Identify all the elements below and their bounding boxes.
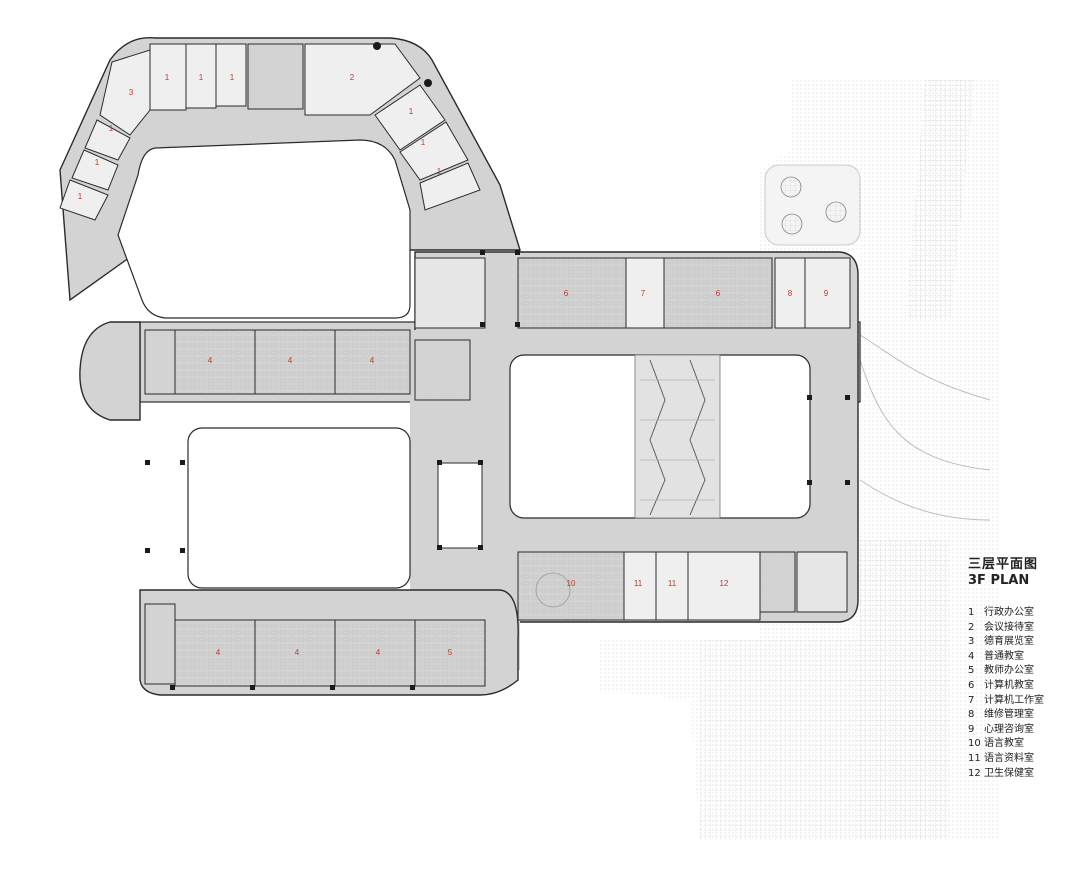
room-number-label: 1 — [421, 138, 426, 147]
room-number-label: 4 — [376, 648, 381, 657]
plan-title-cn: 三层平面图 — [968, 557, 1039, 572]
room-number-label: 4 — [208, 356, 213, 365]
room-number-label: 1 — [230, 73, 235, 82]
room-number-label: 2 — [350, 73, 355, 82]
room-1c — [99, 49, 151, 136]
room-number-label: 4 — [370, 356, 375, 365]
room-1i — [419, 162, 481, 211]
room-number-label: 4 — [288, 356, 293, 365]
room-number-label: 6 — [716, 289, 721, 298]
room-number-label: 12 — [720, 579, 729, 588]
room-number-label: 7 — [641, 289, 646, 298]
room-1b — [215, 43, 247, 107]
room-number-label: 1 — [109, 124, 114, 133]
rooms — [59, 43, 851, 687]
room-number-label: 6 — [564, 289, 569, 298]
room-number-label: 3 — [129, 88, 134, 97]
room-number-label: 5 — [448, 648, 453, 657]
room-number-label: 1 — [165, 73, 170, 82]
courtyards — [117, 139, 811, 589]
room-number-label: 4 — [295, 648, 300, 657]
room-1h — [399, 121, 469, 181]
room-number-label: 10 — [567, 579, 576, 588]
room-number-label: 1 — [199, 73, 204, 82]
room-1d — [84, 119, 131, 161]
columns — [145, 42, 850, 690]
room-number-label: 1 — [437, 167, 442, 176]
room-1f — [59, 179, 109, 221]
room-number-label: 9 — [824, 289, 829, 298]
room-number-label: 11 — [668, 579, 677, 588]
room-1e — [71, 149, 119, 191]
room-1a — [185, 43, 217, 109]
room-number-label: 1 — [95, 158, 100, 167]
room-number-label: 1 — [409, 107, 414, 116]
room-number-label: 1 — [78, 192, 83, 201]
room-number-label: 8 — [788, 289, 793, 298]
room-number-label: 4 — [216, 648, 221, 657]
room-1g — [374, 84, 446, 151]
plan-title-en: 3F PLAN — [968, 573, 1030, 588]
round-table — [535, 572, 571, 608]
room-number-label: 11 — [634, 579, 643, 588]
